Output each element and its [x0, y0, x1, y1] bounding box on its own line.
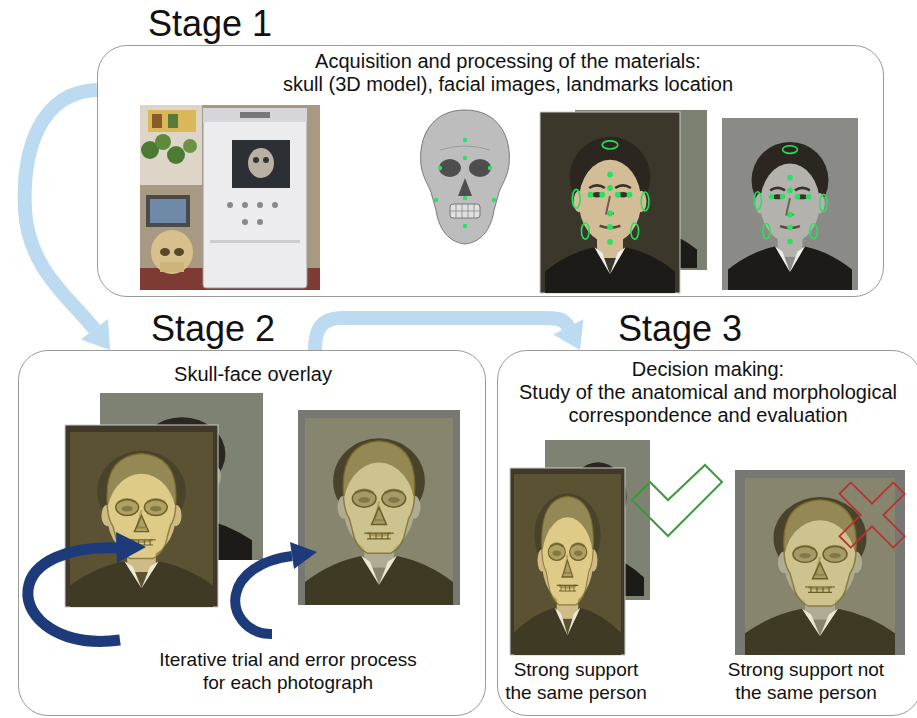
- skull-overlay: [745, 478, 895, 655]
- arrow-head: [81, 319, 110, 350]
- stage-heading: Stage 2: [151, 309, 275, 349]
- skull-overlay: [305, 418, 453, 605]
- face-image: [728, 142, 852, 290]
- verdict-label: Strong support the same person: [501, 659, 651, 705]
- scanner-photo: [140, 105, 320, 290]
- photo-front: [735, 470, 905, 655]
- stage-panel: Stage 3Decision making:Study of the anat…: [497, 350, 917, 716]
- skull-overlay: [514, 474, 621, 655]
- skull-3d-model: [421, 110, 510, 244]
- panel-caption: Skull-face overlay: [103, 363, 403, 386]
- arrow-shaft: [315, 318, 568, 350]
- stage-flow-arrow: [315, 318, 583, 350]
- stage-description: Acquisition and processing of the materi…: [238, 50, 778, 73]
- panel-caption: Study of the anatomical and morphologica…: [506, 381, 910, 427]
- iteration-arrow: [28, 532, 146, 641]
- panel-caption: Iterative trial and error process for ea…: [153, 649, 423, 695]
- photo-front: [298, 410, 460, 605]
- photo-front: [722, 118, 858, 290]
- arrow-shaft: [25, 90, 97, 329]
- stage-heading: Stage 1: [148, 4, 272, 44]
- stage-description: skull (3D model), facial images, landmar…: [238, 73, 778, 96]
- skull-overlay: [70, 432, 213, 607]
- photo-front: [510, 468, 625, 655]
- panel-caption: Decision making:: [506, 358, 910, 381]
- photo-front: [540, 112, 680, 293]
- arrow-head: [553, 319, 583, 350]
- check-mark: [632, 465, 722, 536]
- photo-front: [65, 425, 218, 607]
- face-image: [545, 137, 675, 293]
- stage-panel: Stage 2Skull-face overlayIterative trial…: [18, 350, 486, 716]
- verdict-label: Strong support not the same person: [716, 659, 896, 705]
- landmark-marks: [754, 146, 827, 245]
- landmark-marks: [572, 141, 649, 245]
- stage-heading: Stage 3: [618, 309, 742, 349]
- stage-panel: Stage 1Acquisition and processing of the…: [97, 45, 884, 297]
- iteration-arrow: [235, 542, 317, 634]
- cross-mark: [818, 461, 917, 568]
